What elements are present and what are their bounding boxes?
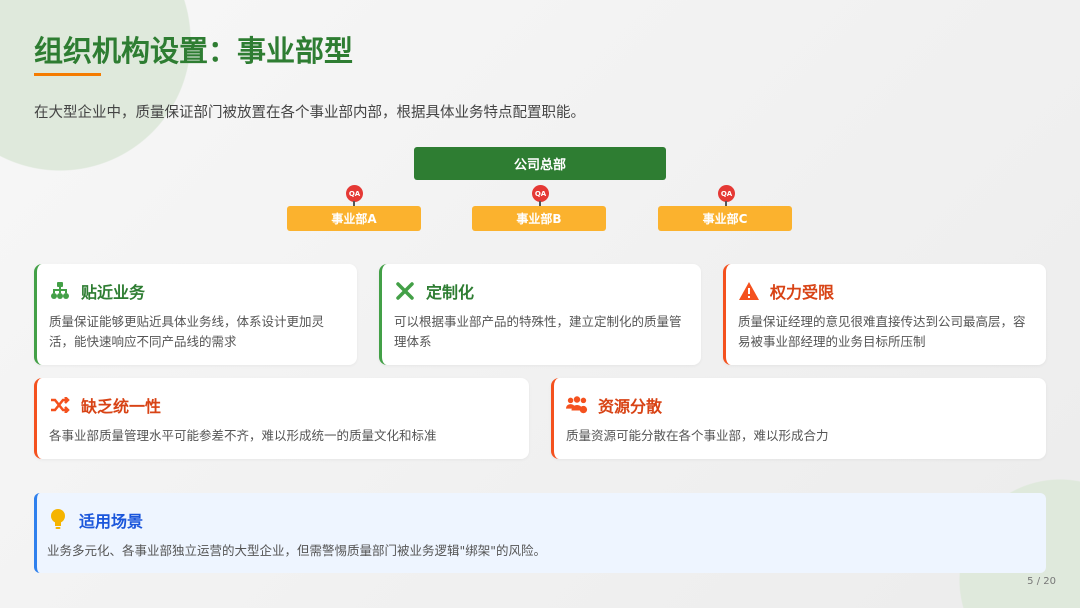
card-title: 权力受限: [770, 283, 835, 302]
card-desc: 质量资源可能分散在各个事业部，难以形成合力: [566, 428, 829, 443]
qa-badge: QA: [346, 185, 363, 202]
card-title: 定制化: [426, 283, 475, 302]
card-desc: 可以根据事业部产品的特殊性，建立定制化的质量管理体系: [394, 314, 682, 349]
card-close-to-business: 贴近业务 质量保证能够更贴近具体业务线，体系设计更加灵活，能快速响应不同产品线的…: [34, 264, 357, 365]
org-division-a: 事业部A: [287, 206, 421, 231]
subtitle: 在大型企业中，质量保证部门被放置在各个事业部内部，根据具体业务特点配置职能。: [34, 105, 585, 121]
card-desc: 质量保证经理的意见很难直接传达到公司最高层，容易被事业部经理的业务目标所压制: [738, 314, 1026, 349]
sitemap-icon: [49, 280, 71, 302]
connector: [539, 201, 541, 207]
page-title: 组织机构设置：事业部型: [34, 34, 354, 68]
qa-badge: QA: [718, 185, 735, 202]
shuffle-icon: [49, 394, 71, 416]
scene-title: 适用场景: [79, 512, 144, 531]
scene-desc: 业务多元化、各事业部独立运营的大型企业，但需警惕质量部门被业务逻辑"绑架"的风险…: [47, 543, 547, 558]
org-division-b: 事业部B: [472, 206, 606, 231]
users-cog-icon: [566, 394, 588, 416]
card-desc: 质量保证能够更贴近具体业务线，体系设计更加灵活，能快速响应不同产品线的需求: [49, 314, 325, 349]
card-title: 资源分散: [598, 397, 663, 416]
tools-icon: [394, 280, 416, 302]
card-scattered-resources: 资源分散 质量资源可能分散在各个事业部，难以形成合力: [551, 378, 1046, 459]
card-limited-power: 权力受限 质量保证经理的意见很难直接传达到公司最高层，容易被事业部经理的业务目标…: [723, 264, 1046, 365]
warning-icon: [738, 280, 760, 302]
qa-badge: QA: [532, 185, 549, 202]
org-division-c: 事业部C: [658, 206, 792, 231]
card-title: 缺乏统一性: [81, 397, 162, 416]
card-desc: 各事业部质量管理水平可能参差不齐，难以形成统一的质量文化和标准: [49, 428, 437, 443]
applicable-scenario: 适用场景 业务多元化、各事业部独立运营的大型企业，但需警惕质量部门被业务逻辑"绑…: [34, 493, 1046, 573]
page-number: 5 / 20: [1027, 576, 1056, 587]
org-hq: 公司总部: [414, 147, 666, 180]
card-customization: 定制化 可以根据事业部产品的特殊性，建立定制化的质量管理体系: [379, 264, 701, 365]
card-lack-uniformity: 缺乏统一性 各事业部质量管理水平可能参差不齐，难以形成统一的质量文化和标准: [34, 378, 529, 459]
connector: [353, 201, 355, 207]
card-title: 贴近业务: [81, 283, 146, 302]
lightbulb-icon: [47, 509, 69, 531]
title-underline: [34, 73, 101, 76]
connector: [725, 201, 727, 207]
